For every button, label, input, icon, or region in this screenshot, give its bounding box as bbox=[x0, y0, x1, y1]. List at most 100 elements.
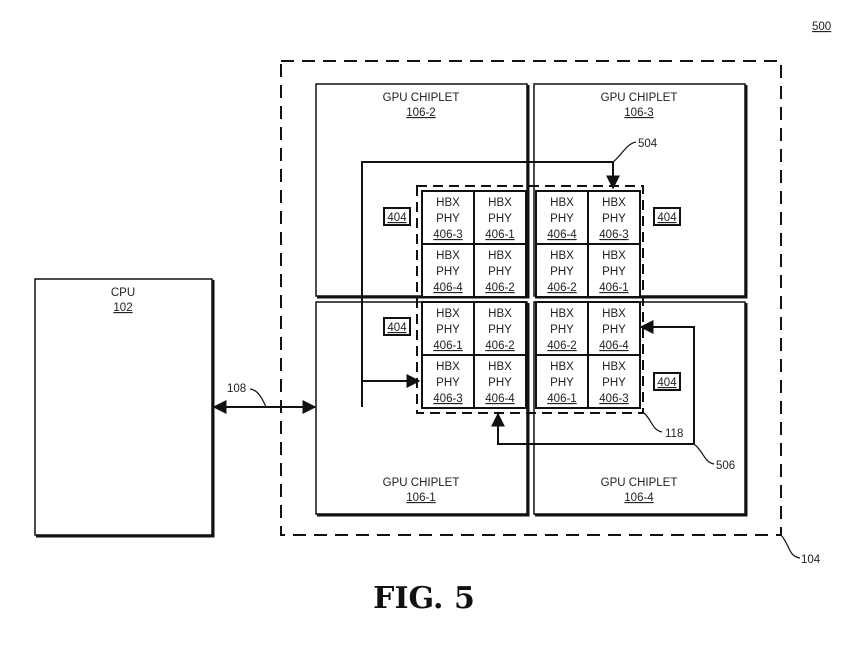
chiplet-shadow bbox=[317, 303, 530, 517]
phy-ref: 406-2 bbox=[485, 340, 514, 352]
phy-outline bbox=[421, 190, 475, 245]
phy-line2: PHY bbox=[550, 377, 574, 389]
phy-line1: HBX bbox=[488, 250, 512, 262]
phy-line1: HBX bbox=[436, 250, 460, 262]
phy-ref: 406-4 bbox=[599, 340, 629, 352]
gpu-chiplet-top-right: GPU CHIPLET106-3404HBXPHY406-4HBXPHY406-… bbox=[533, 83, 748, 299]
gpu-package-outline bbox=[280, 60, 782, 536]
phy-line1: HBX bbox=[488, 308, 512, 320]
phy-ref: 406-1 bbox=[547, 393, 576, 405]
phy-ref: 406-1 bbox=[485, 229, 514, 241]
gpu-package-leader bbox=[780, 534, 801, 559]
phy-line1: HBX bbox=[550, 308, 574, 320]
figure-caption: FIG. 5 bbox=[373, 581, 475, 616]
gpu-package-ref: 104 bbox=[801, 554, 821, 566]
phy-line2: PHY bbox=[488, 213, 512, 225]
phy-ref: 406-3 bbox=[433, 393, 462, 405]
phy-line1: HBX bbox=[550, 361, 574, 373]
cpu-name: CPU bbox=[111, 287, 135, 299]
phy-line2: PHY bbox=[436, 324, 460, 336]
bus-ref: 108 bbox=[227, 383, 246, 395]
phy-line2: PHY bbox=[488, 324, 512, 336]
cpu-block-shadow bbox=[36, 280, 215, 538]
hbx-phy-cell: HBX PHY 406-2 bbox=[535, 243, 589, 298]
hbx-phy-cell: HBX PHY 406-4 bbox=[421, 243, 475, 298]
phy-outline bbox=[421, 301, 475, 356]
phy-line2: PHY bbox=[602, 213, 626, 225]
hbx-phy-cell: HBX PHY 406-1 bbox=[535, 354, 589, 409]
phy-line1: HBX bbox=[550, 197, 574, 209]
phy-line1: HBX bbox=[436, 197, 460, 209]
phy-line2: PHY bbox=[436, 213, 460, 225]
phy-line1: HBX bbox=[488, 361, 512, 373]
phy-ref: 406-3 bbox=[433, 229, 462, 241]
controller-ref: 404 bbox=[387, 322, 407, 334]
phy-outline bbox=[587, 354, 641, 409]
phy-line2: PHY bbox=[602, 324, 626, 336]
controller-box bbox=[653, 207, 681, 226]
phy-line2: PHY bbox=[488, 377, 512, 389]
phy-ref: 406-1 bbox=[599, 282, 628, 294]
phy-outline bbox=[473, 243, 527, 298]
phy-ref: 406-4 bbox=[547, 229, 577, 241]
phy-line2: PHY bbox=[436, 266, 460, 278]
phy-line2: PHY bbox=[550, 266, 574, 278]
hbx-phy-cell: HBX PHY 406-4 bbox=[535, 190, 589, 245]
bridge-outline bbox=[416, 185, 644, 414]
phy-outline bbox=[473, 190, 527, 245]
phy-line1: HBX bbox=[602, 308, 626, 320]
chiplet-name: GPU CHIPLET bbox=[601, 92, 678, 104]
phy-outline bbox=[587, 243, 641, 298]
phy-outline bbox=[587, 190, 641, 245]
phy-ref: 406-4 bbox=[485, 393, 515, 405]
controller-ref: 404 bbox=[657, 377, 677, 389]
controller-box bbox=[383, 207, 411, 226]
hbx-phy-cell: HBX PHY 406-4 bbox=[473, 354, 527, 409]
gpu-chiplet-bottom-left: GPU CHIPLET106-1404HBXPHY406-1HBXPHY406-… bbox=[315, 301, 530, 517]
signal-path-506-leader bbox=[693, 443, 715, 465]
phy-ref: 406-4 bbox=[433, 282, 463, 294]
chiplet-ref: 106-3 bbox=[624, 107, 653, 119]
bus-leader bbox=[249, 388, 267, 408]
hbx-phy-cell: HBX PHY 406-4 bbox=[587, 301, 641, 356]
hbx-phy-cell: HBX PHY 406-1 bbox=[587, 243, 641, 298]
phy-ref: 406-2 bbox=[547, 282, 576, 294]
phy-ref: 406-3 bbox=[599, 229, 628, 241]
phy-line1: HBX bbox=[602, 361, 626, 373]
phy-line2: PHY bbox=[602, 266, 626, 278]
phy-line1: HBX bbox=[550, 250, 574, 262]
phy-line1: HBX bbox=[602, 250, 626, 262]
phy-ref: 406-1 bbox=[433, 340, 462, 352]
gpu-chiplet-bottom-right: GPU CHIPLET106-4404HBXPHY406-2HBXPHY406-… bbox=[533, 301, 748, 517]
chiplet-ref: 106-1 bbox=[406, 492, 435, 504]
phy-ref: 406-2 bbox=[485, 282, 514, 294]
gpu-chiplet-top-left: GPU CHIPLET106-2404HBXPHY406-3HBXPHY406-… bbox=[315, 83, 530, 299]
phy-line1: HBX bbox=[602, 197, 626, 209]
chiplet-ref: 106-2 bbox=[406, 107, 435, 119]
phy-outline bbox=[473, 354, 527, 409]
phy-line2: PHY bbox=[436, 377, 460, 389]
phy-line2: PHY bbox=[550, 213, 574, 225]
hbx-phy-cell: HBX PHY 406-3 bbox=[421, 190, 475, 245]
hbx-phy-cell: HBX PHY 406-3 bbox=[587, 190, 641, 245]
hbx-phy-cell: HBX PHY 406-2 bbox=[535, 301, 589, 356]
controller-box bbox=[383, 317, 411, 336]
chiplet-shadow bbox=[317, 85, 530, 299]
controller-ref: 404 bbox=[387, 212, 407, 224]
signal-path-504-ref: 504 bbox=[638, 138, 658, 150]
phy-outline bbox=[535, 190, 589, 245]
phy-ref: 406-3 bbox=[599, 393, 628, 405]
phy-ref: 406-2 bbox=[547, 340, 576, 352]
chiplet-name: GPU CHIPLET bbox=[601, 477, 678, 489]
figure-ref-number: 500 bbox=[812, 21, 831, 33]
phy-line2: PHY bbox=[550, 324, 574, 336]
signal-path-506-ref: 506 bbox=[716, 460, 735, 472]
controller-box bbox=[653, 372, 681, 391]
bridge-leader bbox=[643, 412, 663, 433]
